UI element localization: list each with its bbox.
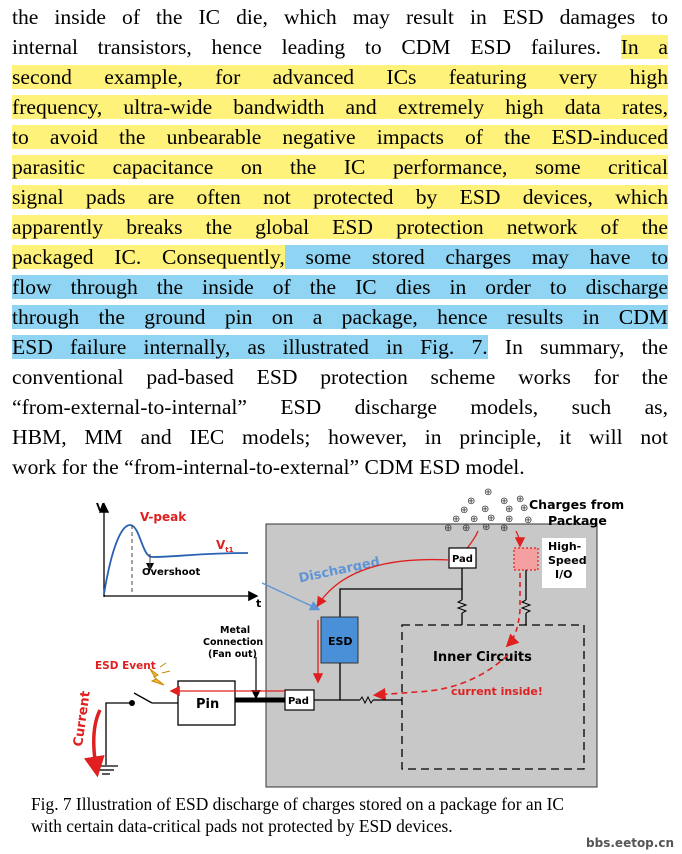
highlighted-text: frequency, ultra-wide bandwidth and extr… xyxy=(12,95,668,119)
vt1-label: Vt1 xyxy=(216,538,234,554)
svg-text:⊕: ⊕ xyxy=(505,504,513,515)
esd-label: ESD xyxy=(328,635,353,648)
paragraph-line: internal transistors, hence leading to C… xyxy=(12,32,668,62)
highlighted-text: signal pads are often not protected by E… xyxy=(12,185,668,209)
io-pad xyxy=(513,547,539,571)
svg-text:⊕: ⊕ xyxy=(444,523,452,534)
paragraph-line: ESD failure internally, as illustrated i… xyxy=(12,332,668,362)
paragraph-line: parasitic capacitance on the IC performa… xyxy=(12,152,668,182)
svg-text:⊕: ⊕ xyxy=(452,514,460,525)
inner-circuits-label: Inner Circuits xyxy=(433,650,532,665)
highlighted-text: packaged IC. Consequently, xyxy=(12,245,285,269)
v-peak-label: V-peak xyxy=(140,510,187,524)
highlighted-text: to avoid the unbearable negative impacts… xyxy=(12,125,668,149)
pin-label: Pin xyxy=(196,697,219,712)
svg-text:⊕: ⊕ xyxy=(487,513,495,524)
text-segment: “from-external-to-internal” ESD discharg… xyxy=(12,395,668,419)
paragraph-line: HBM, MM and IEC models; however, in prin… xyxy=(12,422,668,452)
text-segment: In summary, the xyxy=(487,335,668,359)
waveform-inset: V t V-peak Vt1 Overshoot xyxy=(95,501,265,610)
highlighted-text: ESD failure internally, as illustrated i… xyxy=(12,335,488,359)
svg-text:⊕: ⊕ xyxy=(500,523,508,534)
paragraph-line: the inside of the IC die, which may resu… xyxy=(12,2,668,32)
highlighted-text: some stored charges may have to xyxy=(284,245,668,269)
caption-line-1: Fig. 7 Illustration of ESD discharge of … xyxy=(31,794,565,814)
spark-icon xyxy=(149,668,165,686)
top-pad-label: Pad xyxy=(452,554,473,565)
text-segment: work for the “from-internal-to-external”… xyxy=(12,455,525,479)
figure-7: V t V-peak Vt1 Overshoot Discharged ⊕ ⊕⊕… xyxy=(0,485,682,795)
svg-text:⊕: ⊕ xyxy=(460,505,468,516)
paragraph-line: flow through the inside of the IC dies i… xyxy=(12,272,668,302)
charges-label-line1: Charges from xyxy=(529,497,624,512)
svg-text:⊕: ⊕ xyxy=(484,487,492,498)
cdm-esd-diagram: V t V-peak Vt1 Overshoot Discharged ⊕ ⊕⊕… xyxy=(71,487,624,788)
current-inside-label: current inside! xyxy=(451,685,543,698)
io-label-2: Speed xyxy=(548,554,587,567)
text-segment: internal transistors, hence leading to C… xyxy=(12,35,621,59)
paragraph-line: “from-external-to-internal” ESD discharg… xyxy=(12,392,668,422)
highlighted-text: through the ground pin on a package, hen… xyxy=(12,305,668,329)
caption-line-2: with certain data-critical pads not prot… xyxy=(31,816,453,836)
paragraph-line: signal pads are often not protected by E… xyxy=(12,182,668,212)
x-axis-label: t xyxy=(256,597,261,610)
text-segment: the inside of the IC die, which may resu… xyxy=(12,5,668,29)
paragraph-line: to avoid the unbearable negative impacts… xyxy=(12,122,668,152)
svg-text:⊕: ⊕ xyxy=(520,503,528,514)
svg-text:⊕: ⊕ xyxy=(462,523,470,534)
paragraph-line: work for the “from-internal-to-external”… xyxy=(12,452,668,482)
paragraph-line: packaged IC. Consequently, some stored c… xyxy=(12,242,668,272)
paragraph-line: conventional pad-based ESD protection sc… xyxy=(12,362,668,392)
figure-caption: Fig. 7 Illustration of ESD discharge of … xyxy=(31,793,671,837)
highlighted-text: In a xyxy=(620,35,668,59)
body-paragraph: the inside of the IC die, which may resu… xyxy=(12,2,668,482)
esd-event-label: ESD Event xyxy=(95,660,156,672)
watermark: bbs.eetop.cn xyxy=(586,836,674,850)
svg-text:⊕: ⊕ xyxy=(500,496,508,507)
svg-text:⊕: ⊕ xyxy=(516,494,524,505)
svg-text:⊕: ⊕ xyxy=(467,496,475,507)
svg-text:⊕: ⊕ xyxy=(470,514,478,525)
highlighted-text: second example, for advanced ICs featuri… xyxy=(12,65,668,89)
overshoot-label: Overshoot xyxy=(142,567,201,578)
svg-text:⊕: ⊕ xyxy=(482,522,490,533)
io-label-1: High- xyxy=(548,540,581,553)
io-label-3: I/O xyxy=(555,568,572,581)
paragraph-line: second example, for advanced ICs featuri… xyxy=(12,62,668,92)
svg-text:⊕: ⊕ xyxy=(505,514,513,525)
bottom-pad-label: Pad xyxy=(288,696,309,707)
text-segment: HBM, MM and IEC models; however, in prin… xyxy=(12,425,668,449)
svg-text:⊕: ⊕ xyxy=(524,515,532,526)
inner-circuits xyxy=(401,624,585,770)
metal-label-3: (Fan out) xyxy=(208,649,257,660)
charges-label-line2: Package xyxy=(548,513,607,528)
metal-label-1: Metal xyxy=(220,625,250,636)
package-pin xyxy=(177,680,236,726)
y-axis-label: V xyxy=(96,501,105,514)
paragraph-line: frequency, ultra-wide bandwidth and extr… xyxy=(12,92,668,122)
current-label: Current xyxy=(71,690,94,747)
svg-text:⊕: ⊕ xyxy=(481,504,489,515)
text-segment: conventional pad-based ESD protection sc… xyxy=(12,365,668,389)
metal-label-2: Connection xyxy=(203,637,263,648)
paragraph-line: through the ground pin on a package, hen… xyxy=(12,302,668,332)
charge-cluster: ⊕ ⊕⊕⊕ ⊕⊕⊕⊕ ⊕⊕⊕⊕⊕ ⊕⊕⊕⊕ xyxy=(444,487,532,534)
highlighted-text: apparently breaks the global ESD protect… xyxy=(12,215,668,239)
highlighted-text: flow through the inside of the IC dies i… xyxy=(12,275,668,299)
highlighted-text: parasitic capacitance on the IC performa… xyxy=(12,155,668,179)
paragraph-line: apparently breaks the global ESD protect… xyxy=(12,212,668,242)
